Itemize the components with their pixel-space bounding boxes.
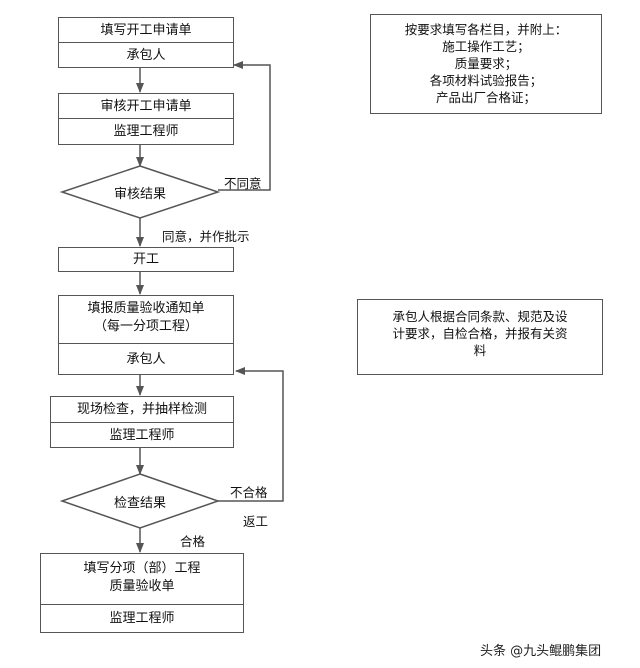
step-review-application: 审核开工申请单 监理工程师 bbox=[58, 93, 234, 145]
step-role: 监理工程师 bbox=[113, 124, 179, 139]
step-role: 监理工程师 bbox=[109, 427, 175, 443]
note-line: 料 bbox=[473, 343, 487, 358]
label-fail: 不合格 bbox=[230, 485, 268, 500]
arrow-d2-loop bbox=[218, 367, 284, 502]
decision-2-text: 检查结果 bbox=[113, 496, 166, 511]
note-line: 按要求填写各栏目，并附上： bbox=[404, 22, 568, 37]
step-title: 现场检查，并抽样检测 bbox=[76, 402, 207, 417]
step-title: 填写开工申请单 bbox=[100, 22, 192, 38]
step-title-line1: 填报质量验收通知单 bbox=[87, 301, 205, 316]
note-line: 承包人根据合同条款、规范及设 bbox=[392, 309, 568, 324]
step-role: 监理工程师 bbox=[109, 611, 175, 626]
decision-diamond-2 bbox=[59, 473, 221, 529]
label-disagree: 不同意 bbox=[224, 176, 262, 191]
note-self-inspection: 承包人根据合同条款、规范及设 计要求，自检合格，并报有关资 料 bbox=[357, 299, 603, 375]
note-line: 各项材料试验报告； bbox=[429, 73, 543, 88]
label-agree: 同意，并作批示 bbox=[162, 229, 250, 244]
step-site-inspection: 现场检查，并抽样检测 监理工程师 bbox=[50, 396, 234, 448]
label-rework: 返工 bbox=[243, 514, 269, 529]
step-title-line2: （每一分项工程） bbox=[93, 319, 198, 334]
note-line: 施工操作工艺； bbox=[442, 39, 530, 54]
step-acceptance-form: 填写分项（部）工程 质量验收单 监理工程师 bbox=[40, 553, 244, 633]
step-role: 承包人 bbox=[126, 351, 166, 367]
decision-diamond-1 bbox=[59, 165, 221, 219]
step-role: 承包人 bbox=[126, 47, 166, 63]
arrow-d1-loop bbox=[218, 61, 271, 191]
note-line: 产品出厂合格证； bbox=[435, 90, 536, 105]
note-line: 质量要求； bbox=[454, 56, 518, 71]
note-line: 计要求，自检合格，并报有关资 bbox=[392, 326, 568, 341]
step-title-line1: 填写分项（部）工程 bbox=[83, 561, 201, 576]
step-start-work: 开工 bbox=[58, 247, 234, 272]
step-title: 开工 bbox=[132, 252, 159, 267]
step-quality-notice: 填报质量验收通知单 （每一分项工程） 承包人 bbox=[58, 295, 234, 375]
step-title-line2: 质量验收单 bbox=[109, 579, 175, 594]
step-fill-application: 填写开工申请单 承包人 bbox=[58, 17, 234, 68]
decision-1-text: 审核结果 bbox=[113, 187, 166, 202]
step-title: 审核开工申请单 bbox=[100, 98, 192, 114]
watermark: 头条 @九头鲲鹏集团 bbox=[480, 644, 602, 659]
label-pass: 合格 bbox=[180, 534, 206, 549]
note-application-requirements: 按要求填写各栏目，并附上： 施工操作工艺； 质量要求； 各项材料试验报告； 产品… bbox=[370, 14, 602, 114]
